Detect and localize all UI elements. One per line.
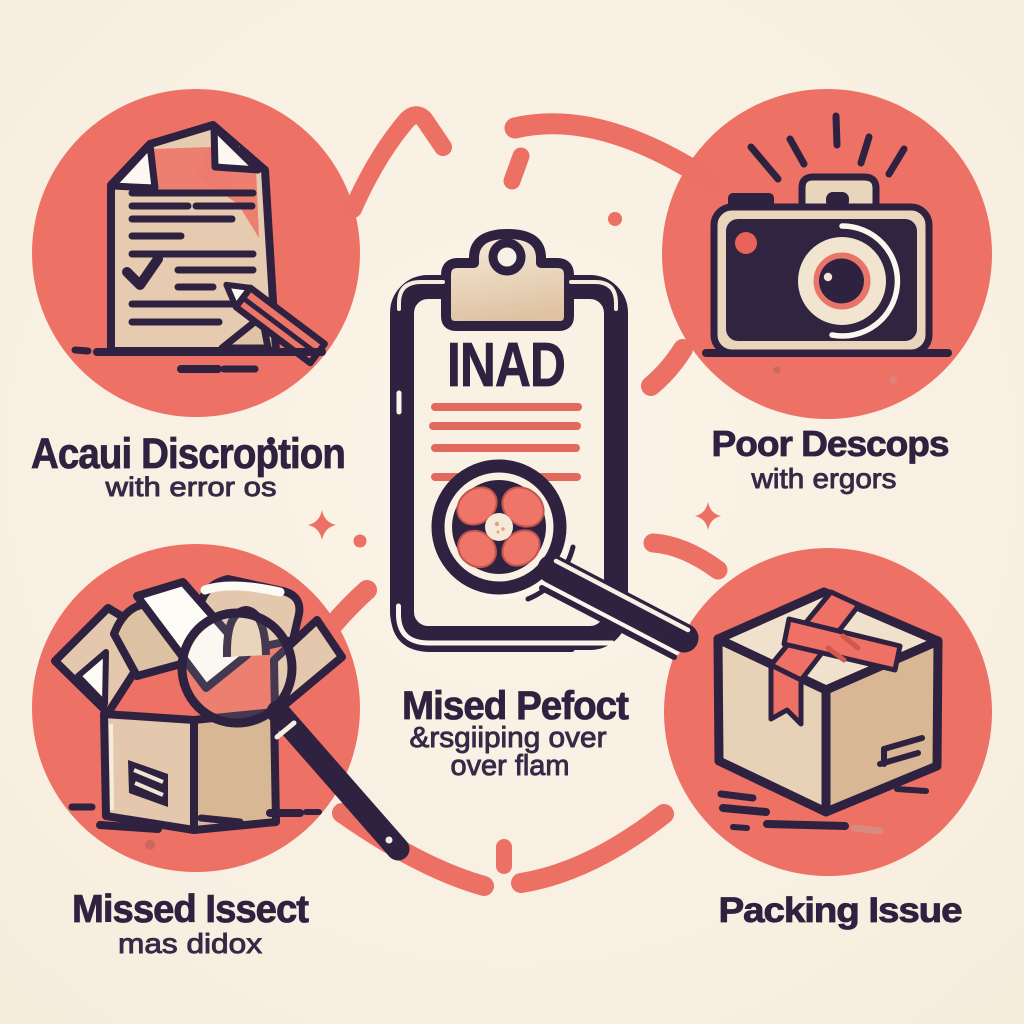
svg-text:Acaui Discroption: Acaui Discroption — [31, 430, 345, 478]
svg-text:with ergors: with ergors — [750, 463, 896, 494]
svg-text:Mised Pefoct: Mised Pefoct — [402, 684, 629, 728]
svg-text:&rsgiiping over: &rsgiiping over — [410, 722, 607, 754]
svg-text:Poor Descops: Poor Descops — [712, 423, 949, 464]
svg-text:INAD: INAD — [447, 331, 565, 400]
svg-text:mas didox: mas didox — [118, 928, 262, 959]
svg-text:Missed Issect: Missed Issect — [72, 888, 309, 931]
svg-text:over flam: over flam — [451, 750, 570, 782]
svg-text:with error os: with error os — [104, 472, 276, 502]
svg-text:Packing Issue: Packing Issue — [719, 891, 963, 930]
